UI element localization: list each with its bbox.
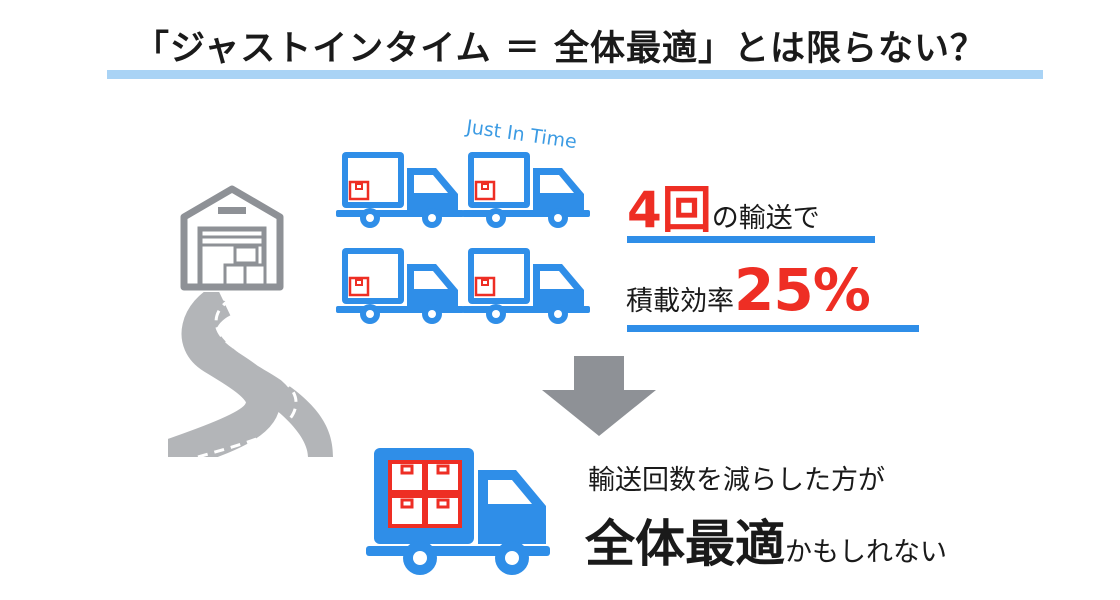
warehouse-icon	[180, 185, 284, 291]
efficiency-text: 積載効率	[626, 286, 734, 317]
road-icon	[168, 292, 333, 457]
page-title: 「ジャストインタイム ＝ 全体最適」とは限らない？	[134, 29, 986, 69]
package-icon	[388, 460, 462, 528]
conclusion-line1: 輸送回数を減らした方が	[588, 465, 885, 496]
conclusion-line2: 全体最適かもしれない	[585, 504, 947, 576]
trip-text: の輸送で	[711, 203, 820, 234]
truck-icon	[366, 448, 550, 575]
down-arrow-icon	[542, 356, 656, 436]
conclusion-suffix: かもしれない	[785, 537, 947, 568]
truck-icon	[336, 248, 464, 324]
stat-efficiency: 積載効率25%	[626, 256, 871, 324]
efficiency-value: 25%	[734, 256, 871, 324]
stat-trips: 4回の輸送で	[627, 170, 820, 242]
stat-underline	[627, 236, 875, 243]
truck-icon	[462, 248, 590, 324]
truck-icon	[462, 152, 590, 228]
title-underline	[107, 70, 1043, 79]
trip-count: 4回	[627, 181, 712, 239]
conclusion-emphasis: 全体最適	[585, 515, 785, 573]
stat-underline	[627, 325, 919, 332]
truck-icon	[336, 152, 464, 228]
